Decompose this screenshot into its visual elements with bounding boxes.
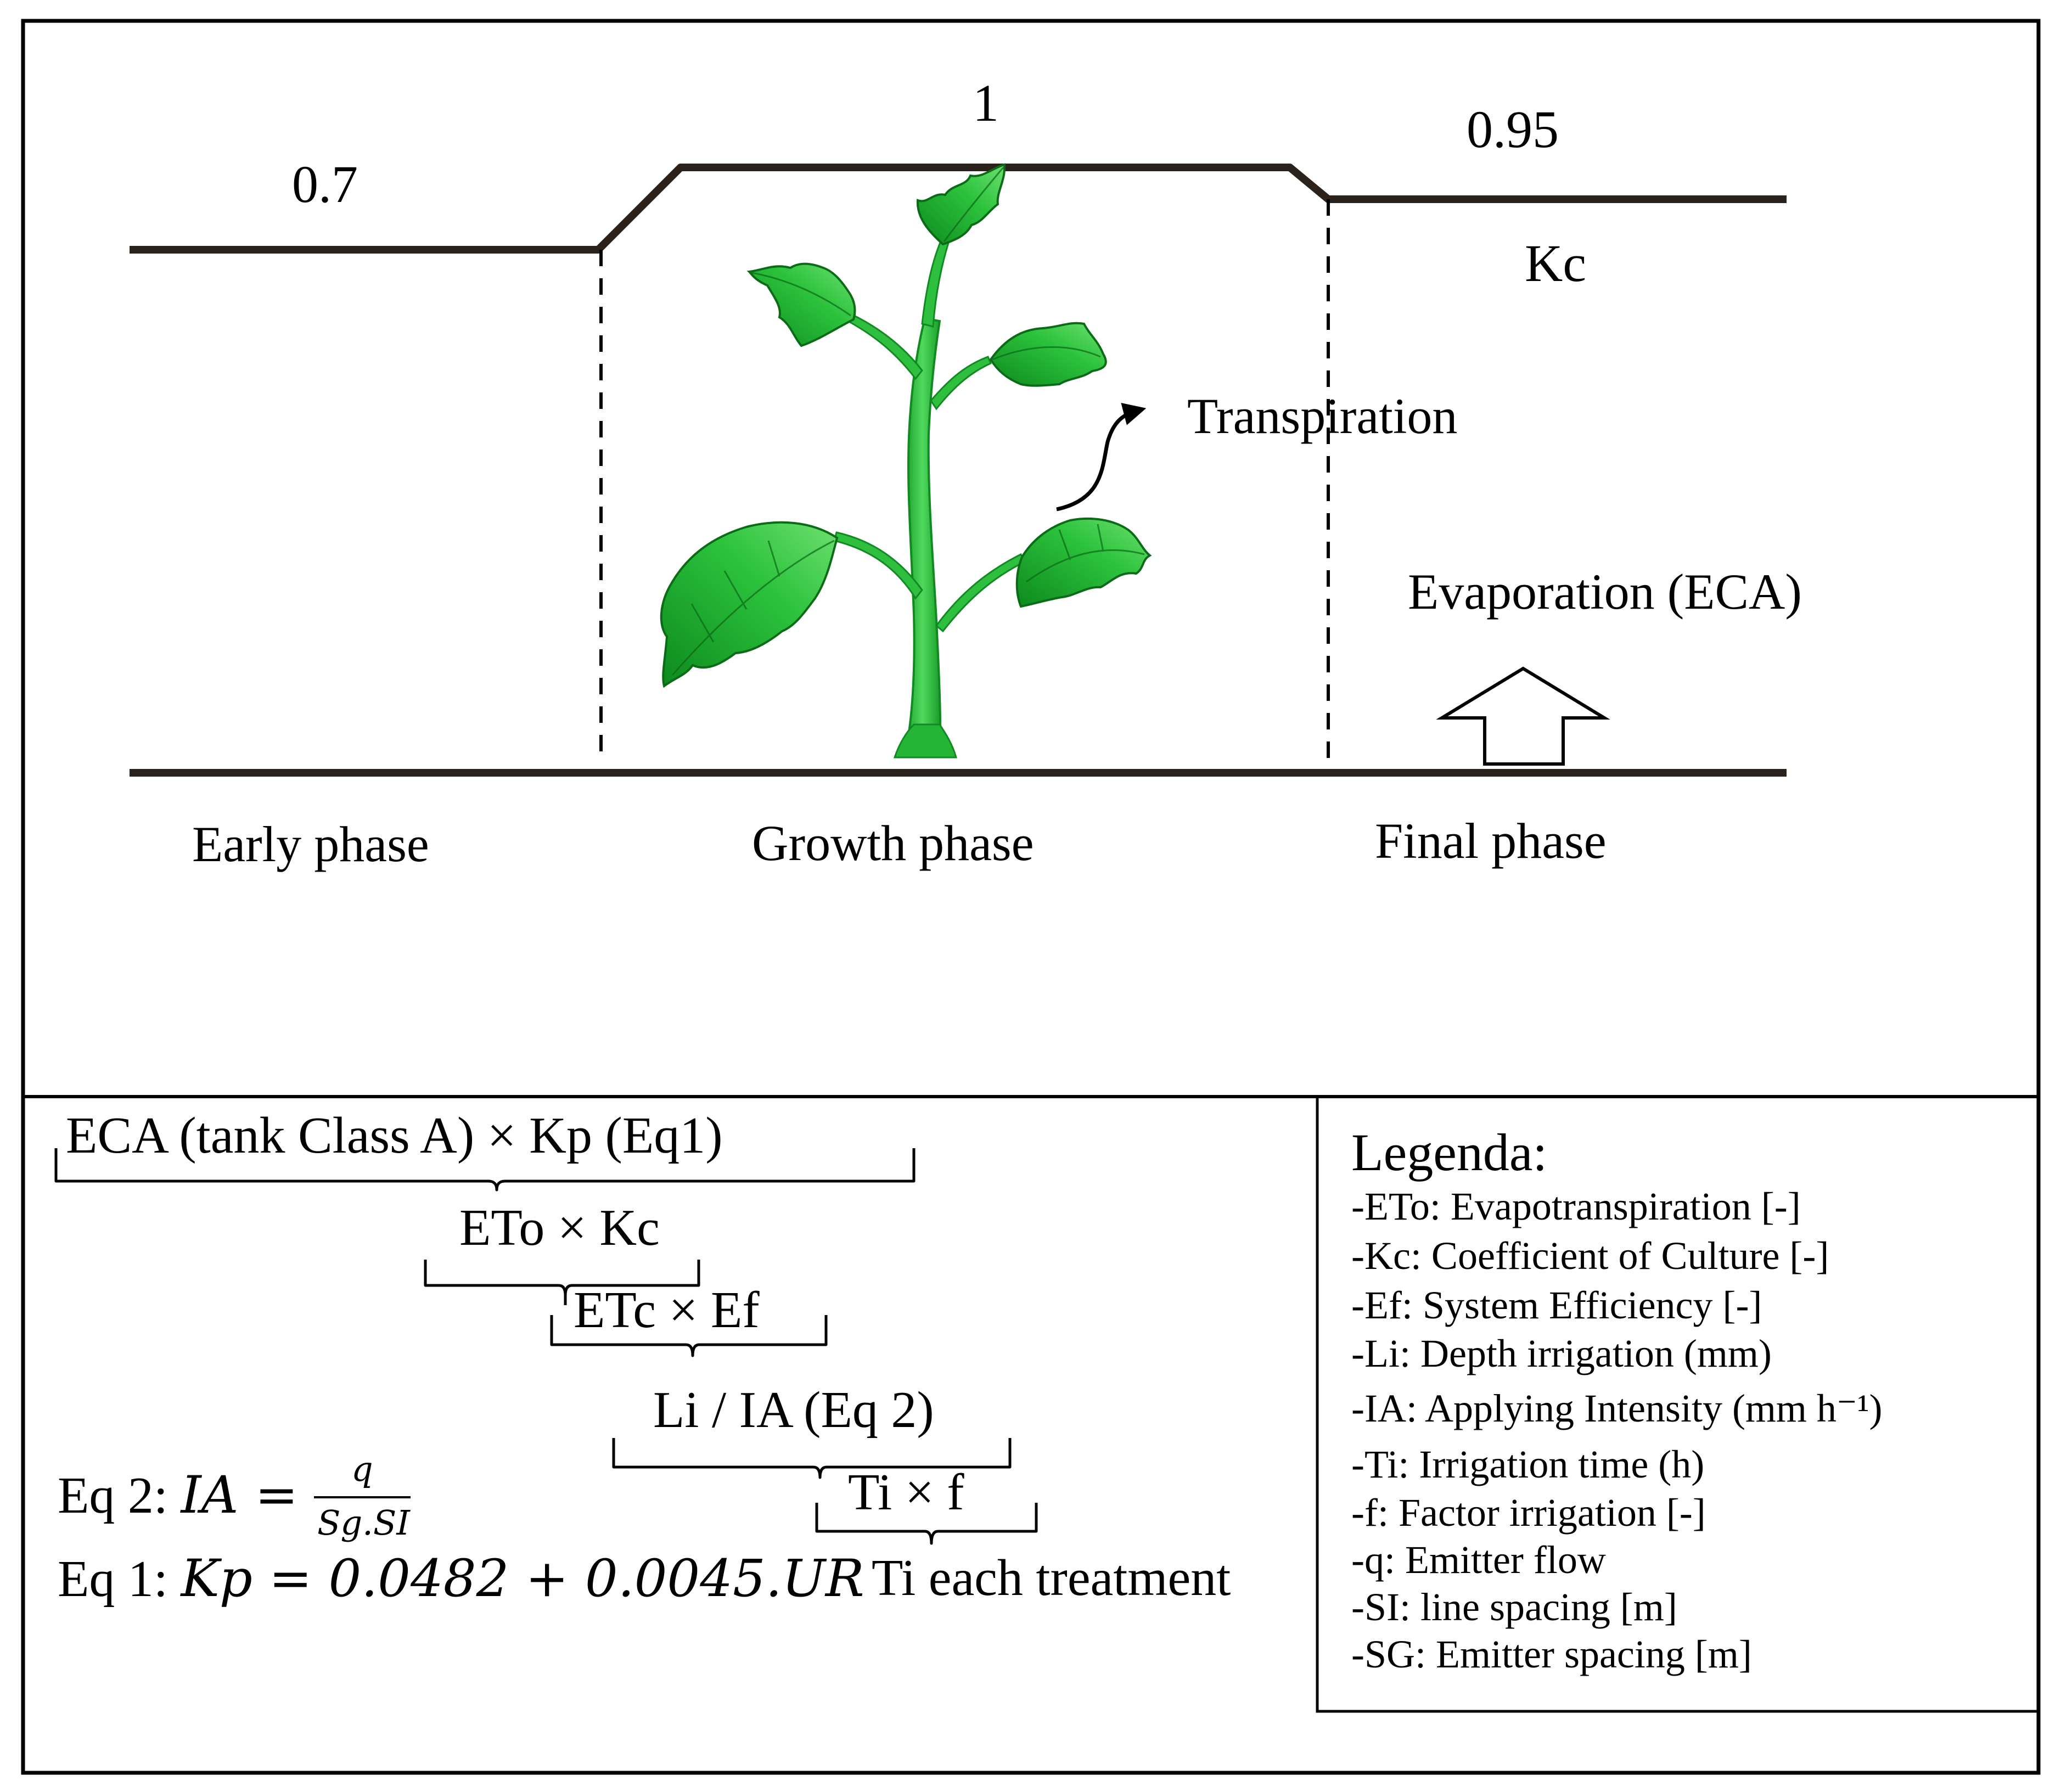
eq2-numerator: q [351,1449,373,1489]
legend-item: -Li: Depth irrigation (mm) [1351,1332,1772,1375]
kc-final-value: 0.95 [1467,100,1559,159]
kc-early-value: 0.7 [292,155,358,214]
legend-item: -SI: line spacing [m] [1351,1585,1677,1629]
legend-box [1316,1095,2040,1713]
flow-step-1: ECA (tank Class A) × Kp (Eq1) [66,1107,723,1164]
legend-item: -Kc: Coefficient of Culture [-] [1351,1234,1829,1278]
kc-growth-value: 1 [973,74,999,132]
eq2-denominator: Sg.SI [317,1503,410,1543]
flow-result: Ti each treatment [872,1549,1231,1606]
evaporation-arrow [1436,666,1610,766]
eq2-prefix: Eq 2: [58,1467,181,1524]
eq1-body: Kp = 0.0482 + 0.0045.UR [181,1549,864,1609]
transpiration-arrow [1056,403,1147,512]
kc-curve [130,164,1787,254]
flow-step-5: Ti × f [848,1464,964,1521]
phase-label-early: Early phase [192,816,429,872]
flow-step-4: Li / IA (Eq 2) [653,1381,934,1439]
flow-braces [54,1148,1038,1545]
evaporation-label: Evaporation (ECA) [1408,564,1802,620]
eq2-lhs: IA = [181,1465,299,1525]
legend-item: -Ti: Irrigation time (h) [1351,1442,1705,1486]
plant-illustration [660,163,1152,759]
legend-item: -q: Emitter flow [1351,1538,1606,1582]
flow-step-3: ETc × Ef [574,1282,760,1339]
legend-title: Legenda: [1351,1123,1548,1182]
legend-item: -ETo: Evapotranspiration [-] [1351,1184,1801,1228]
flow-step-2: ETo × Kc [459,1199,660,1256]
phase-label-final: Final phase [1375,813,1607,869]
legend-item: -Ef: System Efficiency [-] [1351,1283,1762,1327]
phase-label-growth: Growth phase [752,815,1034,871]
eq1: Eq 1: Kp = 0.0482 + 0.0045.UR [58,1553,864,1605]
kc-label: Kc [1525,234,1586,293]
outer-frame [21,19,2041,1775]
eq1-prefix: Eq 1: [58,1551,181,1608]
legend-item: -IA: Applying Intensity (mm h⁻¹) [1351,1386,1883,1430]
legend-item: -SG: Emitter spacing [m] [1351,1632,1752,1676]
eq2: Eq 2: IA = [58,1467,298,1524]
legend-item: -f: Factor irrigation [-] [1351,1491,1706,1535]
transpiration-label: Transpiration [1187,388,1458,444]
